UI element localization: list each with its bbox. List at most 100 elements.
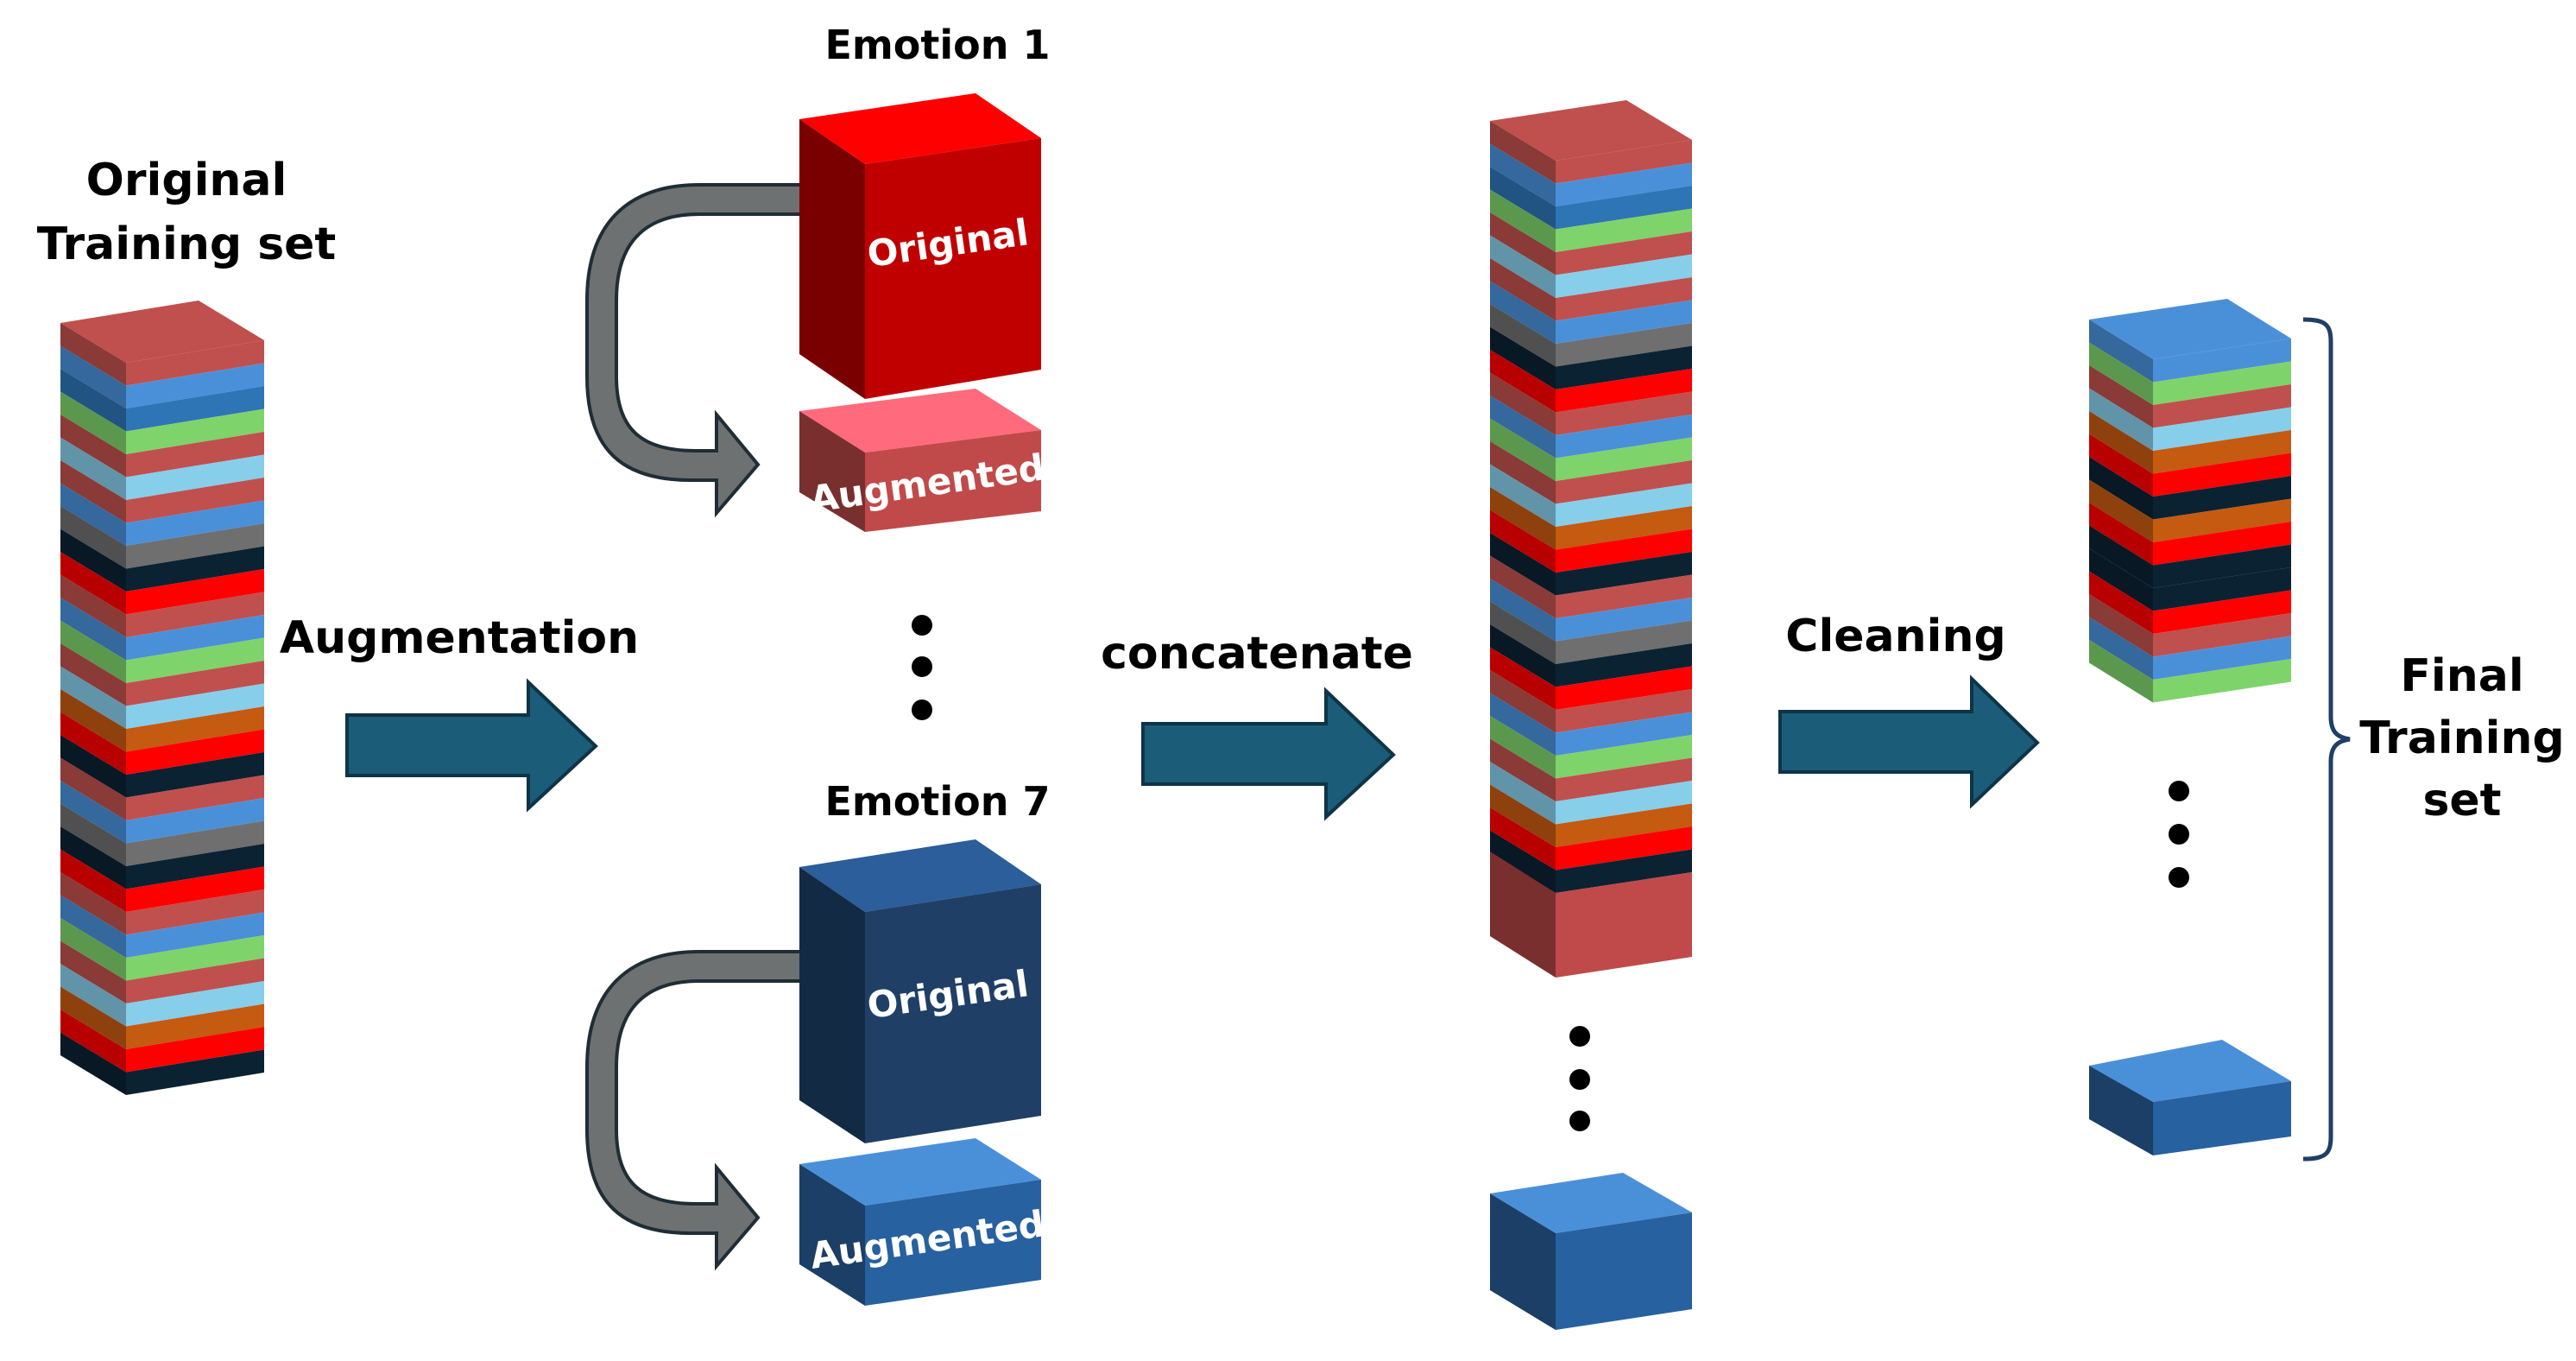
stack-layer: [60, 986, 126, 1049]
stack-layer: [1490, 533, 1556, 596]
stack-layer: [2089, 571, 2153, 634]
stack-layer: [1556, 437, 1692, 481]
stack-layer: [1490, 762, 1556, 825]
stack-layer: [126, 569, 264, 615]
stack-layer: [1490, 624, 1556, 687]
stack-layer: [1490, 830, 1556, 893]
stack-layer: [60, 803, 126, 866]
stack-layer: [126, 912, 264, 958]
stack-layer: [1490, 143, 1556, 206]
stack-layer: [1556, 391, 1692, 435]
stack-layer: [60, 483, 126, 546]
vertical-ellipsis-icon: [1569, 1026, 1590, 1131]
stack-layer: [2089, 411, 2153, 474]
stack-layer: [2153, 522, 2291, 566]
stack-layer: [126, 363, 264, 408]
stack-layer: [2153, 384, 2291, 428]
stack-layer: [126, 454, 264, 500]
stack-top-face: [1490, 100, 1692, 161]
emotion-first-label: Emotion 1: [824, 22, 1050, 68]
stack-layer: [1490, 212, 1556, 275]
stack-layer: [126, 1003, 264, 1049]
stack-layer: [1556, 781, 1692, 825]
stack-layer: [1556, 323, 1692, 367]
stack-layer: [1556, 803, 1692, 847]
stack-layer: [1490, 258, 1556, 321]
stack-layer: [2089, 503, 2153, 566]
stack-layer: [60, 940, 126, 1003]
stack-layer: [126, 408, 264, 454]
stack-layer: [2153, 407, 2291, 451]
stack-top-face: [2089, 299, 2291, 359]
stack-layer: [126, 661, 264, 706]
stack-layer: [126, 981, 264, 1027]
final-set-label-line2: Training: [2359, 712, 2564, 764]
stack-layer: [60, 849, 126, 912]
stack-layer: [1556, 620, 1692, 664]
stack-layer: [126, 340, 264, 386]
stack-layer: [60, 620, 126, 683]
concatenate-label: concatenate: [1101, 628, 1413, 680]
stack-layer: [1556, 162, 1692, 206]
cleaning-label: Cleaning: [1785, 611, 2005, 662]
stack-layer: [2153, 636, 2291, 680]
stack-layer: [2089, 479, 2153, 542]
stack-layer: [60, 735, 126, 798]
vertical-ellipsis-icon: [912, 615, 932, 720]
stack-layer: [60, 460, 126, 523]
stack-layer: [126, 1027, 264, 1073]
stack-layer: [1490, 464, 1556, 527]
stack-layer: [1490, 716, 1556, 779]
stack-layer: [2089, 525, 2153, 588]
stack-layer: [2153, 498, 2291, 542]
stack-layer: [2089, 388, 2153, 451]
stack-layer: [126, 615, 264, 661]
augmentation-label: Augmentation: [280, 612, 639, 664]
stack-layer: [1556, 483, 1692, 527]
stack-layer: [1556, 140, 1692, 184]
stack-layer: [2089, 617, 2153, 680]
stack-layer: [2153, 613, 2291, 657]
emotion-last-augmented-box: Augmented: [799, 1138, 1047, 1306]
right-arrow-icon: [1141, 687, 1396, 821]
stack-layer: [1490, 326, 1556, 389]
stack-layer: [60, 1010, 126, 1073]
stack-layer: [60, 598, 126, 661]
stack-layer: [1556, 208, 1692, 252]
stack-layer: [1490, 304, 1556, 367]
original-set-label-line2: Training set: [37, 218, 337, 270]
vertical-ellipsis-icon: [2169, 781, 2189, 888]
stack-layer: [60, 712, 126, 775]
stack-layer: [1490, 189, 1556, 252]
stack-layer: [1490, 235, 1556, 298]
concatenated-pink-block: [1490, 851, 1692, 978]
stack-layer: [1490, 350, 1556, 413]
stack-layer: [2153, 544, 2291, 588]
original-set-label-line1: Original: [86, 155, 287, 206]
emotion-last-original-box: Original: [799, 839, 1041, 1143]
stack-layer: [1490, 281, 1556, 344]
stack-layer: [60, 574, 126, 637]
stack-layer: [126, 478, 264, 523]
stack-layer: [1490, 487, 1556, 550]
stack-layer: [2089, 434, 2153, 497]
stack-layer: [1490, 167, 1556, 230]
stack-layer: [60, 323, 126, 386]
stack-layer: [60, 437, 126, 500]
stack-layer: [60, 689, 126, 752]
final-training-stack: [2089, 299, 2291, 703]
stack-top-face: [60, 301, 264, 363]
stack-layer: [2089, 457, 2153, 520]
stack-layer: [126, 706, 264, 752]
stack-layer: [1556, 300, 1692, 344]
stack-layer: [1556, 757, 1692, 801]
stack-layer: [126, 866, 264, 912]
curved-arrow-icon: [585, 183, 803, 518]
stack-layer: [60, 643, 126, 706]
stack-layer: [2153, 659, 2291, 703]
stack-layer: [60, 895, 126, 958]
stack-layer: [60, 345, 126, 408]
stack-layer: [60, 872, 126, 935]
final-blue-box: [2089, 1040, 2291, 1155]
stack-layer: [126, 546, 264, 592]
